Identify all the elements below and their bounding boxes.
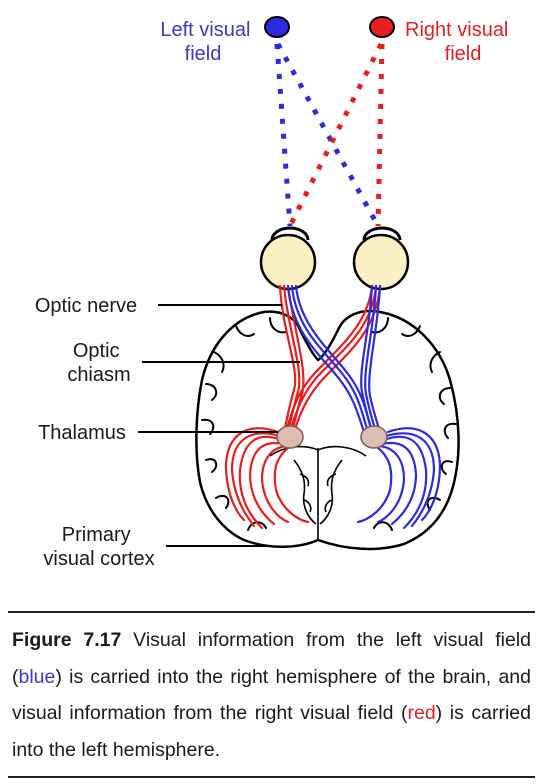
right-visual-field-label: Right visual field [405,19,514,65]
figure-caption: Figure 7.17 Visual information from the … [12,622,531,768]
optic-nerve-label: Optic nerve [35,295,137,317]
label-leader-lines [138,304,300,547]
caption-bottom-rule [8,776,535,778]
caption-blue-word: blue [18,665,56,688]
right-eye [352,226,410,291]
right-field-dotted-rays [287,42,385,228]
left-field-dotted-rays [274,42,381,228]
right-thalamus [360,425,388,449]
optic-chiasm-label: Optic chiasm [67,340,130,386]
caption-text-2: ) is carried into the right hemisphere o… [12,665,531,725]
primary-visual-cortex-label: Primary visual cortex [43,524,154,570]
left-visual-field-label: Left visual field [160,19,256,65]
red-optic-pathway [224,284,382,530]
left-visual-field-dot [264,16,290,38]
caption-text-3: ) is carried into the left hemisphere. [12,702,531,761]
thalamus-label: Thalamus [38,422,126,444]
left-thalamus [276,425,304,449]
brainstem-detail [269,445,367,540]
right-visual-field-dot [369,16,395,38]
caption-top-rule [8,611,535,613]
visual-pathway-diagram: Left visual field Right visual field [35,16,514,570]
caption-red-word: red [407,702,436,724]
caption-text-1: Visual information from the left visual … [12,629,531,688]
figure-number: Figure 7.17 [12,629,122,651]
brain-outline [195,309,460,551]
left-eye [259,226,317,291]
blue-optic-pathway [286,284,442,530]
brain-gyri [201,317,457,531]
